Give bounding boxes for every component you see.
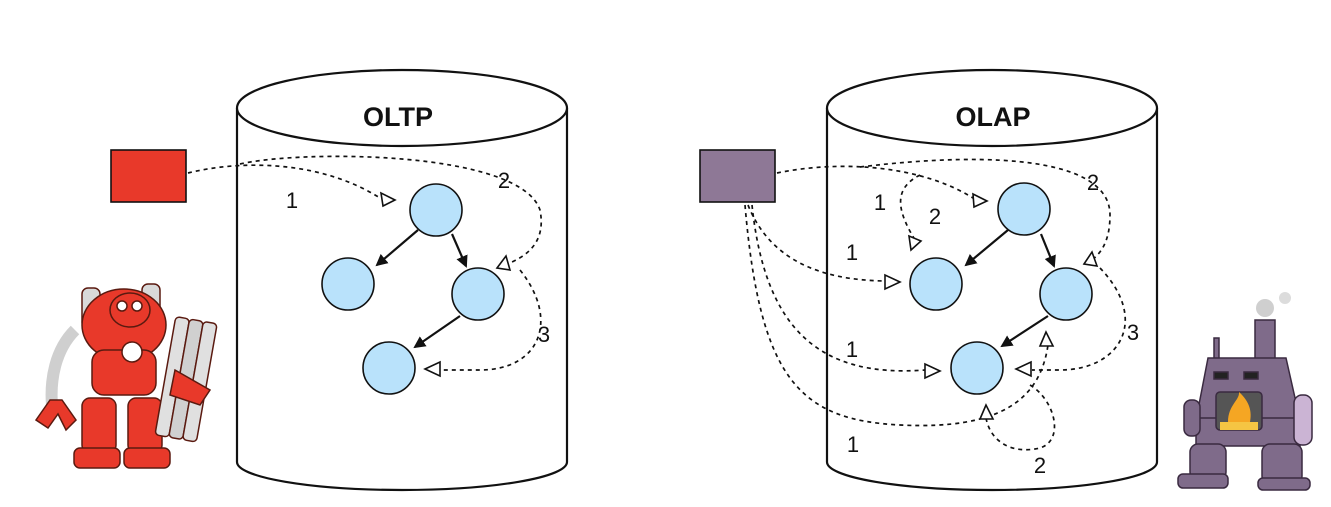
olap-step-label-3: 3 bbox=[1127, 320, 1139, 345]
oltp-client-box bbox=[110, 149, 187, 203]
oltp-root-node bbox=[409, 183, 463, 237]
olap-step-label-1b: 1 bbox=[846, 240, 858, 265]
olap-left-node bbox=[909, 257, 963, 311]
olap-title: OLAP bbox=[955, 102, 1030, 132]
olap-root-node bbox=[997, 182, 1051, 236]
red-robot-icon bbox=[34, 283, 218, 469]
oltp-left-node bbox=[321, 257, 375, 311]
oltp-step2-arrowhead bbox=[495, 254, 512, 271]
oltp-leaf-node bbox=[362, 341, 416, 395]
oltp-step-label-2: 2 bbox=[498, 168, 510, 193]
olap-step-label-1d: 1 bbox=[847, 432, 859, 457]
oltp-step-label-3: 3 bbox=[538, 322, 550, 347]
olap-right-node bbox=[1039, 267, 1093, 321]
oltp-step3-arrowhead bbox=[423, 360, 441, 378]
olap-step-label-2a: 2 bbox=[1087, 170, 1099, 195]
oltp-query-path bbox=[187, 155, 543, 378]
olap-tree bbox=[909, 182, 1093, 395]
olap-step-label-1c: 1 bbox=[846, 337, 858, 362]
oltp-right-node bbox=[451, 267, 505, 321]
purple-furnace-icon bbox=[1177, 292, 1313, 491]
olap-leaf-node bbox=[950, 341, 1004, 395]
oltp-tree bbox=[321, 183, 505, 395]
olap-step-label-2b: 2 bbox=[929, 204, 941, 229]
olap-step-label-1a: 1 bbox=[874, 190, 886, 215]
oltp-title: OLTP bbox=[363, 102, 433, 132]
oltp-step-label-1: 1 bbox=[286, 188, 298, 213]
olap-step-label-2c: 2 bbox=[1034, 453, 1046, 478]
olap-database-cylinder: OLAP bbox=[825, 68, 1159, 492]
oltp-step1-arrowhead bbox=[379, 191, 397, 208]
olap-query-paths bbox=[744, 158, 1127, 451]
olap-client-box bbox=[699, 149, 776, 203]
oltp-database-cylinder: OLTP bbox=[235, 68, 569, 492]
